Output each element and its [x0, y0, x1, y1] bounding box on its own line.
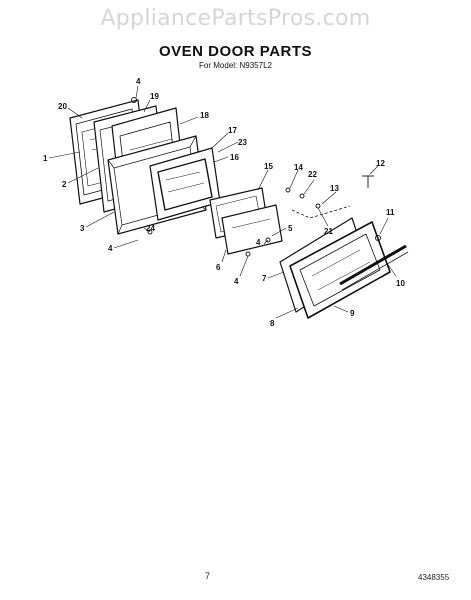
- part-21-retainer: [291, 205, 351, 219]
- diagram-title: OVEN DOOR PARTS: [158, 43, 313, 60]
- callout-4: 4: [234, 277, 239, 286]
- callout-9: 9: [350, 309, 355, 318]
- part-15-inner-glass: [209, 187, 283, 255]
- callout-10: 10: [396, 279, 405, 288]
- callout-17: 17: [228, 126, 237, 135]
- part-10-handle: [339, 244, 409, 291]
- callout-21: 21: [324, 227, 333, 236]
- callout-5: 5: [288, 224, 293, 233]
- callout-14: 14: [294, 163, 303, 172]
- callout-labels: 1 2 3 4 4 4 4 5 6 7 8 9 10 11 12 13 14 1…: [43, 77, 405, 328]
- page-number: 7: [205, 571, 211, 581]
- callout-11: 11: [386, 208, 395, 217]
- callout-3: 3: [80, 224, 85, 233]
- callout-23: 23: [238, 138, 247, 147]
- callout-4: 4: [136, 77, 141, 86]
- fasteners: [131, 97, 381, 257]
- leader-lines: [48, 85, 397, 319]
- callout-4: 4: [256, 238, 261, 247]
- callout-20: 20: [58, 102, 67, 111]
- callout-22: 22: [308, 170, 317, 179]
- callout-12: 12: [376, 159, 385, 168]
- callout-8: 8: [270, 319, 275, 328]
- callout-7: 7: [262, 274, 267, 283]
- callout-18: 18: [200, 111, 209, 120]
- callout-13: 13: [330, 184, 339, 193]
- part-16-window-frame: [149, 147, 221, 221]
- callout-2: 2: [62, 180, 67, 189]
- callout-24: 24: [146, 224, 155, 233]
- part-9-outer-frame: [289, 221, 391, 319]
- watermark: AppliancePartsPros.com: [100, 6, 371, 31]
- callout-19: 19: [150, 92, 159, 101]
- document-number: 4348355: [418, 573, 450, 582]
- callout-4: 4: [108, 244, 113, 253]
- callout-16: 16: [230, 153, 239, 162]
- callout-6: 6: [216, 263, 221, 272]
- callout-15: 15: [264, 162, 273, 171]
- model-subtitle: For Model: N9357L2: [199, 61, 272, 70]
- callout-1: 1: [43, 154, 48, 163]
